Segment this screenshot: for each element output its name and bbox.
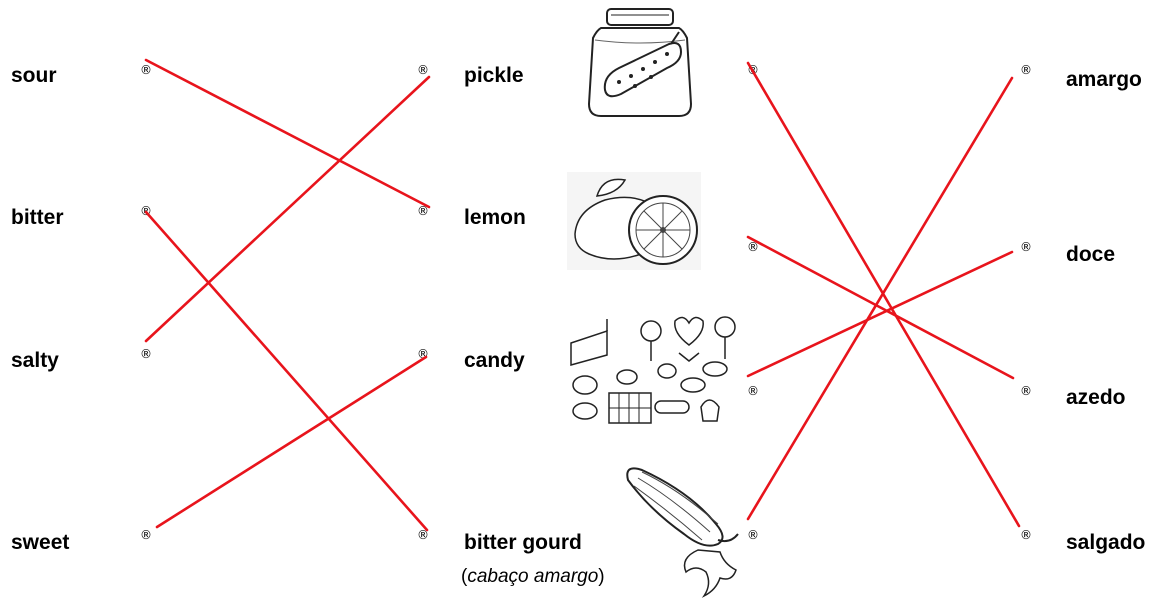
- marker-sour[interactable]: ®: [140, 63, 152, 77]
- left-word-sweet: sweet: [11, 531, 70, 554]
- right-word-amargo: amargo: [1066, 68, 1142, 91]
- bitter-gourd-translation: (cabaço amargo): [461, 566, 605, 587]
- marker-bitter-gourd-left[interactable]: ®: [417, 528, 429, 542]
- right-word-salgado: salgado: [1066, 531, 1146, 554]
- line-salty-pickle: [144, 75, 431, 343]
- pickle-jar-drawing: [587, 8, 693, 117]
- marker-pickle-left[interactable]: ®: [417, 63, 429, 77]
- left-word-sour: sour: [11, 64, 57, 87]
- marker-bitter-gourd-right[interactable]: ®: [747, 528, 759, 542]
- line-lemon-azedo: [746, 235, 1015, 380]
- right-word-azedo: azedo: [1066, 386, 1126, 409]
- middle-word-bitter-gourd: bitter gourd: [464, 531, 582, 554]
- marker-lemon-left[interactable]: ®: [417, 204, 429, 218]
- candy-drawing: [570, 316, 736, 424]
- marker-sweet[interactable]: ®: [140, 528, 152, 542]
- right-word-doce: doce: [1066, 243, 1116, 266]
- middle-word-pickle: pickle: [464, 64, 524, 87]
- left-word-bitter: bitter: [11, 206, 64, 229]
- marker-salgado[interactable]: ®: [1020, 528, 1032, 542]
- marker-doce[interactable]: ®: [1020, 240, 1032, 254]
- left-word-salty: salty: [11, 349, 59, 372]
- bitter-gourd-drawing: [626, 467, 739, 598]
- line-bitter-gourd-amargo: [746, 76, 1014, 521]
- marker-salty[interactable]: ®: [140, 347, 152, 361]
- marker-lemon-right[interactable]: ®: [747, 240, 759, 254]
- lemon-drawing: [567, 172, 701, 270]
- line-sour-lemon: [144, 58, 431, 209]
- line-sweet-candy: [155, 355, 428, 529]
- middle-word-candy: candy: [464, 349, 525, 372]
- marker-candy-right[interactable]: ®: [747, 384, 759, 398]
- middle-word-lemon: lemon: [464, 206, 526, 229]
- marker-azedo[interactable]: ®: [1020, 384, 1032, 398]
- line-bitter-bitter-gourd: [144, 210, 429, 532]
- marker-amargo[interactable]: ®: [1020, 63, 1032, 77]
- line-candy-doce: [746, 250, 1014, 378]
